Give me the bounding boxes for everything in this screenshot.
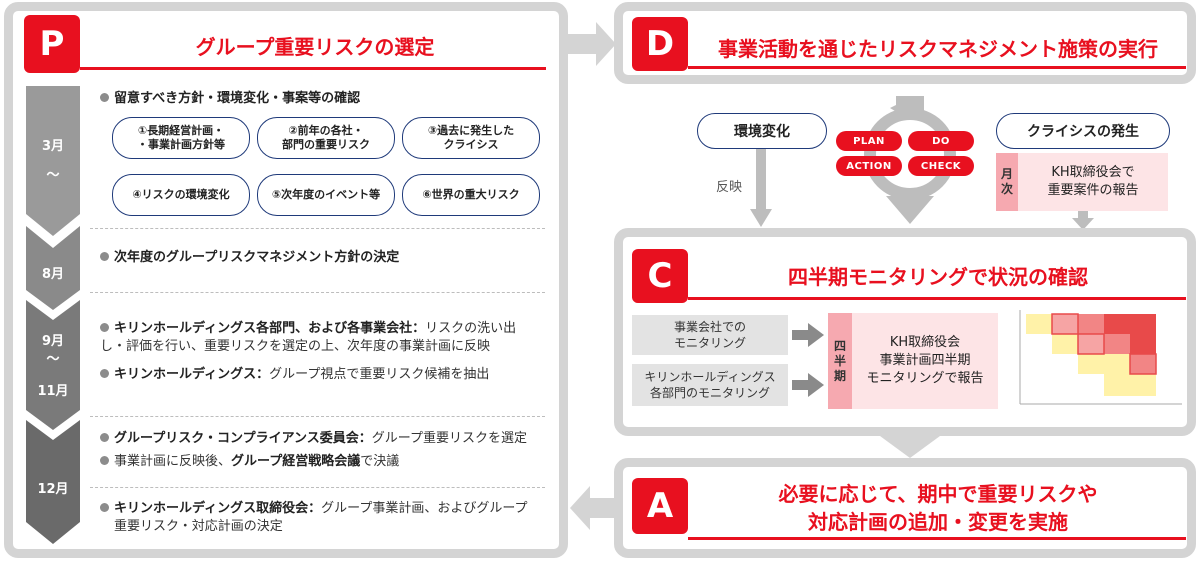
c-title: 四半期モニタリングで状況の確認 — [788, 265, 1088, 289]
arrow-c-to-a — [880, 436, 940, 458]
pdca-plan: PLAN — [836, 131, 902, 151]
pdca-action: ACTION — [836, 156, 902, 176]
reflect-label: 反映 — [716, 180, 743, 195]
pdca-do: DO — [908, 131, 974, 151]
pill-previous-risks: ②前年の各社・部門の重要リスク — [257, 117, 395, 159]
chevron-aug — [26, 226, 80, 310]
company-monitoring-box: 事業会社でのモニタリング — [632, 315, 788, 355]
d-title: 事業活動を通じたリスクマネジメント施策の実行 — [718, 37, 1158, 61]
arrow-a-to-p — [570, 486, 616, 530]
bullet-dot — [100, 252, 109, 261]
bullet-dot — [100, 323, 109, 332]
month-sep: 9月 — [41, 334, 65, 349]
p-letter: P — [24, 15, 80, 73]
risk-heatmap-graphic — [1019, 310, 1182, 405]
pill-past-crisis: ③過去に発生したクライシス — [402, 117, 540, 159]
bullet-dot — [100, 93, 109, 102]
chevron-sep-nov — [26, 300, 80, 430]
p-title-underline — [80, 67, 546, 70]
pdca-cycle-icon — [864, 96, 956, 224]
arrow-monitoring-1 — [792, 323, 824, 347]
monthly-tag: 月次 — [996, 153, 1018, 211]
pdca-check: CHECK — [908, 156, 974, 176]
bullet-dot — [100, 456, 109, 465]
a-letter: A — [632, 478, 688, 534]
pill-long-term-plan: ①長期経営計画・・事業計画方針等 — [112, 117, 250, 159]
month-nov: 11月 — [37, 384, 69, 399]
quarterly-report-box: KH取締役会事業計画四半期モニタリングで報告 — [852, 313, 998, 409]
bullet-dot — [100, 369, 109, 378]
section4-bullet2: 事業計画に反映後、グループ経営戦略会議で決議 — [100, 453, 399, 471]
divider-4 — [90, 487, 545, 488]
month-mar: 3月 — [41, 139, 65, 154]
section3-bullet2: キリンホールディングス：グループ視点で重要リスク候補を抽出 — [100, 366, 489, 384]
pill-environment-change: ④リスクの環境変化 — [112, 174, 250, 216]
section1-heading: 留意すべき方針・環境変化・事案等の確認 — [100, 90, 360, 108]
arrow-monitoring-2 — [792, 373, 824, 397]
a-panel — [614, 458, 1196, 558]
d-letter: D — [632, 17, 688, 71]
d-panel — [614, 2, 1196, 84]
section2-text: 次年度のグループリスクマネジメント方針の決定 — [100, 249, 399, 267]
month-dec: 12月 — [37, 482, 69, 497]
environment-change-box: 環境変化 — [697, 113, 827, 149]
chevron-dec — [26, 420, 80, 544]
d-title-underline — [688, 66, 1186, 69]
month-aug: 8月 — [41, 267, 65, 282]
pill-world-risks: ⑥世界の重大リスク — [402, 174, 540, 216]
c-title-underline — [688, 297, 1186, 300]
divider-1 — [90, 228, 545, 229]
bullet-dot — [100, 433, 109, 442]
monthly-report-box: KH取締役会で重要案件の報告 — [1018, 153, 1168, 211]
section4-bullet3: キリンホールディングス取締役会：グループ事業計画、およびグループ重要リスク・対応… — [100, 500, 550, 536]
divider-3 — [90, 416, 545, 417]
bullet-dot — [100, 503, 109, 512]
month-tilde1: 〜 — [46, 168, 60, 183]
c-letter: C — [632, 249, 688, 303]
crisis-box: クライシスの発生 — [996, 113, 1170, 149]
timeline-chevrons — [26, 86, 80, 544]
section3-bullet1: キリンホールディングス各部門、および各事業会社：リスクの洗い出し・評価を行い、重… — [100, 321, 517, 354]
chevron-mar-aug — [26, 86, 80, 236]
reflect-arrow — [750, 149, 772, 227]
month-tilde2: 〜 — [46, 352, 60, 367]
a-title-underline — [688, 537, 1186, 540]
a-title: 必要に応じて、期中で重要リスクや対応計画の追加・変更を実施 — [778, 482, 1098, 534]
divider-2 — [90, 292, 545, 293]
quarterly-tag: 四半期 — [828, 313, 852, 409]
section4-bullet1: グループリスク・コンプライアンス委員会：グループ重要リスクを選定 — [100, 430, 527, 448]
arrow-p-to-d — [568, 22, 616, 66]
pill-next-year-events: ⑤次年度のイベント等 — [257, 174, 395, 216]
p-title: グループ重要リスクの選定 — [195, 35, 435, 59]
p-panel — [4, 2, 568, 558]
kh-department-monitoring-box: キリンホールディングス各部門のモニタリング — [632, 364, 788, 406]
crisis-report-arrow — [1072, 211, 1094, 230]
